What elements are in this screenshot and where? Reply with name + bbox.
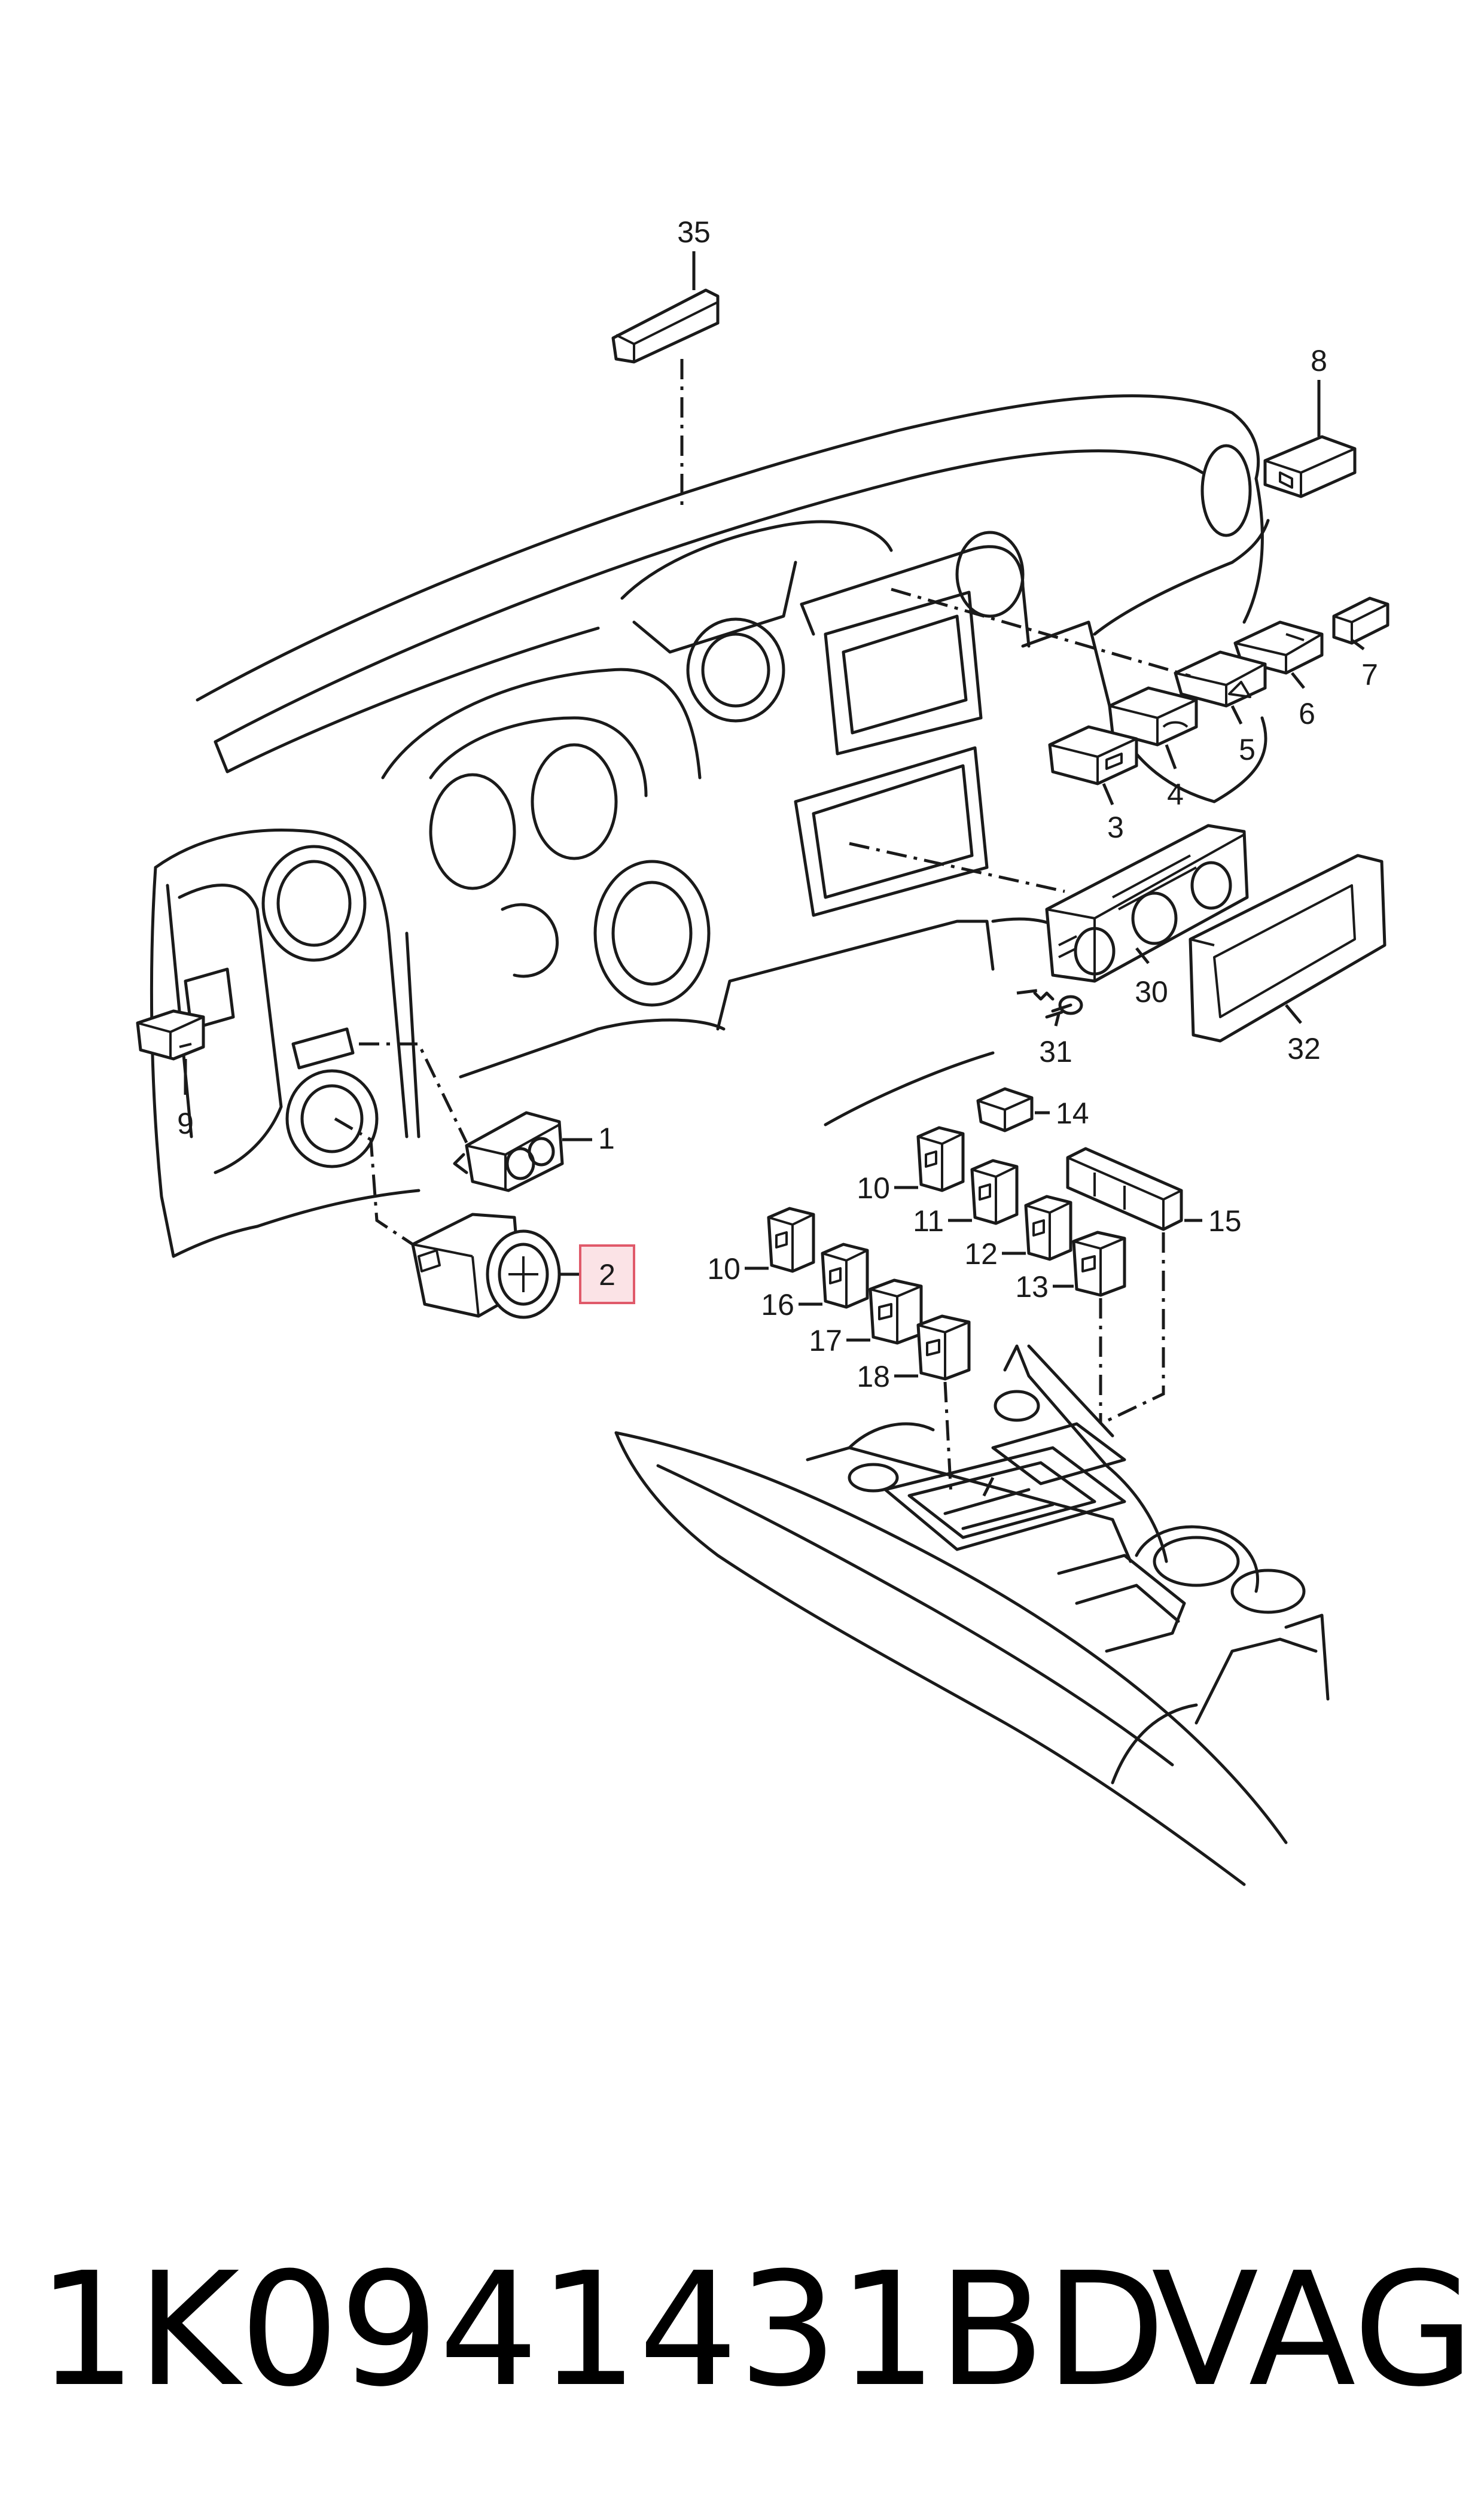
callout-2: 2 (599, 1258, 615, 1292)
callout-10a: 10 (857, 1171, 890, 1205)
callout-1: 1 (598, 1122, 615, 1155)
callout-12: 12 (964, 1237, 998, 1271)
part-35-cover (611, 288, 720, 364)
part-5-hazard-switch (1174, 650, 1267, 708)
assembly-lines (334, 359, 1191, 1503)
callout-5: 5 (1239, 733, 1256, 766)
callout-11: 11 (913, 1204, 944, 1238)
part-9-switch (136, 1009, 205, 1061)
callout-9: 9 (177, 1107, 194, 1140)
part-13-switch (1072, 1231, 1126, 1297)
callout-31: 31 (1039, 1035, 1072, 1068)
part-2-headlight-switch (411, 1213, 561, 1319)
part-30-climate-control (1045, 824, 1249, 983)
part-16-switch (821, 1243, 869, 1309)
part-31-screw (1033, 991, 1083, 1019)
part-8-switch (1263, 435, 1357, 498)
part-15-panel (1066, 1147, 1183, 1231)
part-number: 1K0941431BD (37, 2239, 1166, 2421)
part-17-switch (869, 1278, 923, 1345)
dashboard-outline (150, 394, 1270, 1258)
part-14-cap (976, 1087, 1034, 1132)
callout-leaders (184, 251, 1365, 1378)
callout-13: 13 (1015, 1270, 1049, 1304)
part-4-switch (1108, 686, 1198, 747)
brand-name: VAG (1151, 2239, 1475, 2421)
callout-8: 8 (1311, 344, 1327, 377)
callout-labels: 35 8 7 6 5 4 3 30 31 32 9 1 2 14 10 11 1… (177, 215, 1378, 1393)
callout-15: 15 (1208, 1204, 1242, 1238)
part-10a-switch (916, 1126, 965, 1192)
part-11-switch (970, 1159, 1019, 1225)
callout-32: 32 (1287, 1032, 1321, 1065)
callout-4: 4 (1167, 778, 1184, 811)
callout-17: 17 (809, 1324, 842, 1357)
callout-6: 6 (1299, 697, 1315, 730)
center-console (614, 1344, 1330, 1886)
part-10b-switch (767, 1207, 815, 1273)
part-32-trim-frame (1189, 854, 1387, 1043)
highlight-box-2 (579, 1244, 635, 1304)
part-18-switch (916, 1314, 971, 1381)
callout-16: 16 (761, 1288, 794, 1322)
part-3-switch (1048, 725, 1138, 785)
callout-3: 3 (1107, 811, 1124, 844)
callout-35: 35 (677, 215, 711, 249)
callout-18: 18 (857, 1360, 890, 1393)
part-12-switch (1024, 1195, 1072, 1261)
callout-7: 7 (1361, 658, 1378, 692)
callout-10b: 10 (707, 1252, 741, 1286)
callout-30: 30 (1135, 975, 1168, 1009)
callout-14: 14 (1056, 1097, 1089, 1130)
part-7-cap (1332, 596, 1389, 645)
part-1-switch (453, 1111, 564, 1192)
